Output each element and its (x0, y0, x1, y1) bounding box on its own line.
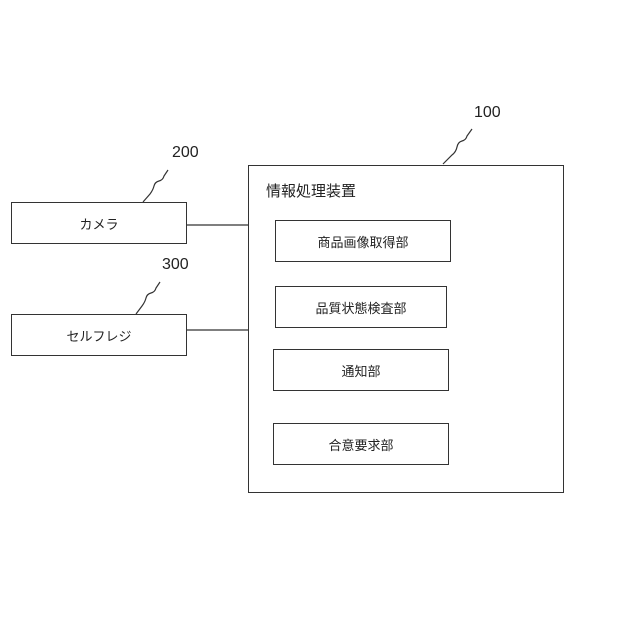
camera-label: カメラ (79, 214, 118, 233)
unit-label: 品質状態検査部 (315, 298, 406, 317)
ref-300: 300 (162, 256, 189, 274)
notification-unit: 通知部 (273, 349, 449, 391)
ref-200: 200 (172, 144, 199, 162)
self-register-label: セルフレジ (66, 326, 131, 345)
agreement-request-unit: 合意要求部 (273, 423, 449, 465)
quality-inspection-unit: 品質状態検査部 (275, 286, 447, 328)
unit-label: 通知部 (341, 361, 380, 380)
unit-label: 合意要求部 (328, 435, 393, 454)
ref-100: 100 (474, 104, 501, 122)
unit-label: 商品画像取得部 (317, 232, 408, 251)
leader-100 (443, 129, 472, 164)
self-register-box: セルフレジ (11, 314, 187, 356)
leader-200 (143, 170, 168, 202)
product-image-acquisition-unit: 商品画像取得部 (275, 220, 451, 262)
camera-box: カメラ (11, 202, 187, 244)
device-title: 情報処理装置 (266, 180, 356, 201)
leader-300 (136, 282, 160, 314)
